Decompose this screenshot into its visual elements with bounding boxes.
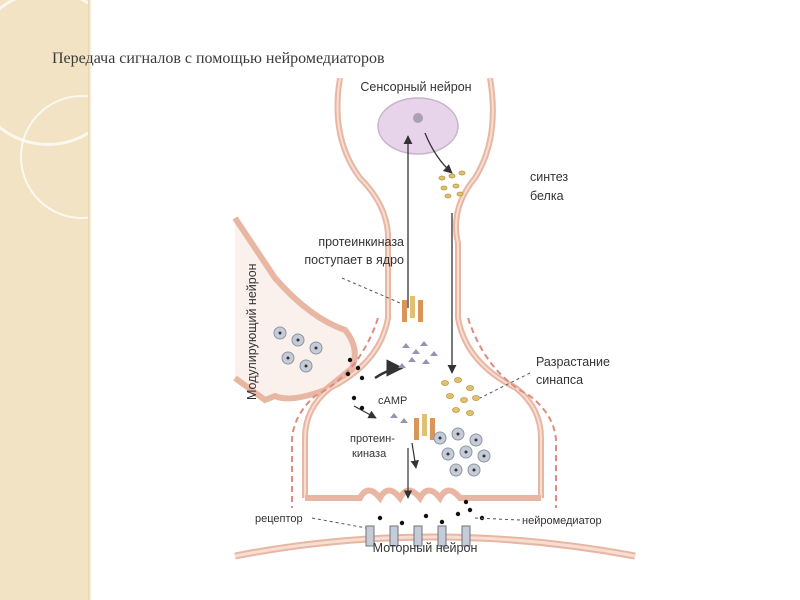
kinase-to-nucleus-label-line2: поступает в ядро: [304, 253, 404, 267]
receptors: [365, 525, 471, 547]
modulating-neuron-label: Модулирующий нейрон: [245, 263, 259, 400]
sensory-neuron-label: Сенсорный нейрон: [360, 80, 471, 94]
side-band-edge: [88, 0, 92, 600]
modulating-neuron-terminal: [232, 216, 358, 404]
slide-title: Передача сигналов с помощью нейромедиато…: [52, 50, 385, 67]
protein-kinase-molecules: [402, 296, 435, 440]
protein-synthesis-label-line1: синтез: [530, 170, 568, 184]
camp-molecules: [390, 341, 438, 423]
signal-arrows: [353, 132, 457, 499]
decorative-ring: [20, 95, 144, 219]
neurotransmitter-label: нейромедиатор: [522, 515, 602, 527]
motor-neuron-membrane: [234, 533, 636, 560]
protein-kinase-label-line1: протеин-: [350, 433, 395, 445]
protein-particles: [438, 170, 480, 416]
nucleus: [377, 97, 459, 155]
synapse-growth-label-line2: синапса: [536, 373, 583, 387]
nucleolus: [413, 113, 423, 123]
camp-label: cAMP: [378, 395, 407, 407]
kinase-to-nucleus-label-line1: протеинкиназа: [318, 235, 404, 249]
synapse-growth-label-line1: Разрастание: [536, 355, 610, 369]
protein-kinase-label-line2: киназа: [352, 448, 387, 460]
motor-neuron-label: Моторный нейрон: [373, 541, 478, 555]
synaptic-vesicles: [273, 326, 491, 477]
neuron-diagram: Сенсорный нейрон синтез белка протеинкин…: [232, 78, 636, 560]
decorative-side-band: [0, 0, 144, 600]
protein-synthesis-label-line2: белка: [530, 189, 564, 203]
neurotransmitter-dots: [345, 357, 485, 526]
label-pointers: [311, 277, 531, 529]
receptor-label: рецептор: [255, 513, 303, 525]
